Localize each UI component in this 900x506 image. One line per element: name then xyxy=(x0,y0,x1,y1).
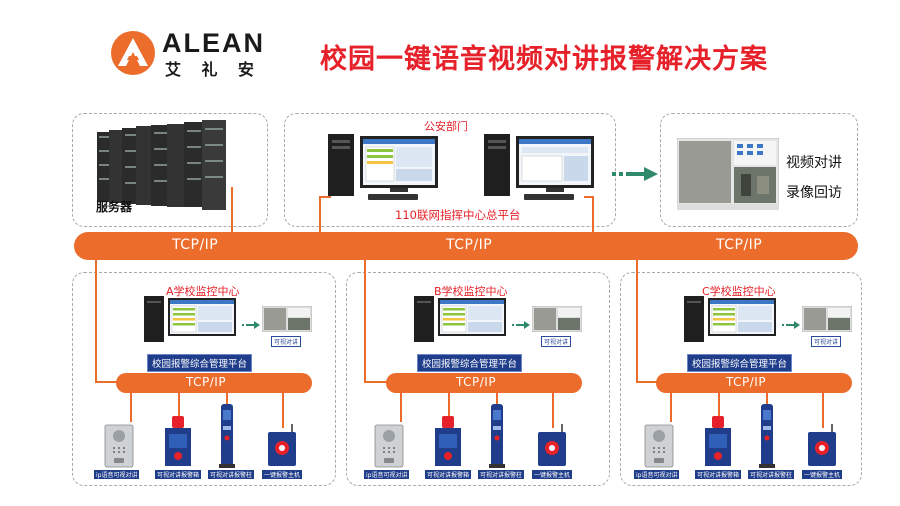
school-c-drop-4 xyxy=(822,392,824,428)
school-c-device-label-3: 可视对讲报警柱 xyxy=(748,470,795,479)
school-c-computer-icon xyxy=(684,296,778,346)
school-c-uplink xyxy=(636,258,638,382)
school-a-uplink-h xyxy=(95,381,119,383)
feature-recording-playback: 录像回访 xyxy=(786,185,842,201)
right-arrow-icon xyxy=(612,166,660,181)
main-bus-label-3: TCP/IP xyxy=(716,237,763,253)
alean-logo-icon xyxy=(110,30,156,76)
school-b-uplink-h xyxy=(364,381,388,383)
school-a-center-label: A学校监控中心 xyxy=(166,285,240,298)
school-b-intercom-label: 可视对讲 xyxy=(541,336,572,347)
school-a-uplink xyxy=(95,258,97,382)
school-c-alarm-host-icon xyxy=(806,424,838,468)
main-bus-label-2: TCP/IP xyxy=(446,237,493,253)
school-b-alarm-box-icon xyxy=(432,416,464,468)
police-computer-1-icon xyxy=(328,134,440,202)
school-c-device-label-1: ip语音可视对讲 xyxy=(634,470,680,479)
school-b-ip-intercom-icon xyxy=(374,424,404,468)
school-b-arrow-icon xyxy=(512,314,530,329)
school-c-intercom-label: 可视对讲 xyxy=(811,336,842,347)
school-b-alarm-host-icon xyxy=(536,424,568,468)
school-c-alarm-box-icon xyxy=(702,416,734,468)
school-a-bus-label: TCP/IP xyxy=(186,375,227,389)
school-c-center-label: C学校监控中心 xyxy=(702,285,776,298)
school-c-arrow-icon xyxy=(782,314,800,329)
school-c-intercom-screen-icon xyxy=(801,305,853,333)
school-a-drop-2 xyxy=(178,392,180,420)
police-label: 公安部门 xyxy=(424,120,468,133)
school-b-device-label-3: 可视对讲报警柱 xyxy=(478,470,525,479)
school-b-center-label: B学校监控中心 xyxy=(434,285,508,298)
police-wire-left xyxy=(319,196,321,236)
school-a-drop-1 xyxy=(130,392,132,422)
school-a-intercom-screen-icon xyxy=(261,305,313,333)
school-c-ip-intercom-icon xyxy=(644,424,674,468)
school-c-drop-3 xyxy=(766,392,768,406)
school-a-computer-icon xyxy=(144,296,238,346)
server-wire xyxy=(231,187,233,235)
school-c-bus xyxy=(656,373,852,393)
school-c-drop-1 xyxy=(670,392,672,422)
platform-label: 110联网指挥中心总平台 xyxy=(395,208,521,222)
page-title: 校园一键语音视频对讲报警解决方案 xyxy=(320,44,768,75)
school-a-arrow-icon xyxy=(242,314,260,329)
school-b-drop-3 xyxy=(496,392,498,406)
police-wire-right-h xyxy=(584,196,594,198)
feature-video-intercom: 视频对讲 xyxy=(786,155,842,171)
school-c-bus-label: TCP/IP xyxy=(726,375,767,389)
school-a-alarm-host-icon xyxy=(266,424,298,468)
school-a-drop-3 xyxy=(226,392,228,406)
school-a-drop-4 xyxy=(282,392,284,428)
police-wire-left-h xyxy=(319,196,331,198)
server-label: 服务器 xyxy=(96,200,133,214)
school-a-alarm-pillar-icon xyxy=(218,404,236,468)
school-a-ip-intercom-icon xyxy=(104,424,134,468)
main-tcpip-bus xyxy=(74,232,858,260)
school-b-device-label-2: 可视对讲报警箱 xyxy=(425,470,472,479)
school-b-device-label-1: ip语音可视对讲 xyxy=(364,470,410,479)
school-a-intercom-label: 可视对讲 xyxy=(271,336,302,347)
main-bus-label-1: TCP/IP xyxy=(172,237,219,253)
school-b-alarm-pillar-icon xyxy=(488,404,506,468)
school-c-drop-2 xyxy=(718,392,720,420)
school-c-device-label-4: 一键报警主机 xyxy=(802,470,843,479)
school-b-bus xyxy=(386,373,582,393)
school-a-platform-label: 校园报警综合管理平台 xyxy=(147,354,253,372)
brand-cn: 艾 礼 安 xyxy=(165,62,262,79)
school-a-device-label-1: ip语音可视对讲 xyxy=(94,470,140,479)
police-computer-2-icon xyxy=(484,134,596,202)
brand-name: ALEAN xyxy=(162,28,265,58)
school-a-bus xyxy=(116,373,312,393)
police-wire-right xyxy=(592,196,594,236)
school-b-bus-label: TCP/IP xyxy=(456,375,497,389)
school-b-drop-2 xyxy=(448,392,450,420)
school-c-uplink-h xyxy=(636,381,660,383)
school-a-alarm-box-icon xyxy=(162,416,194,468)
school-b-device-label-4: 一键报警主机 xyxy=(532,470,573,479)
school-b-drop-4 xyxy=(552,392,554,428)
school-c-device-label-2: 可视对讲报警箱 xyxy=(695,470,742,479)
school-a-device-label-2: 可视对讲报警箱 xyxy=(155,470,202,479)
school-c-platform-label: 校园报警综合管理平台 xyxy=(687,354,793,372)
video-intercom-screen-icon xyxy=(676,137,780,211)
school-a-device-label-4: 一键报警主机 xyxy=(262,470,303,479)
school-b-intercom-screen-icon xyxy=(531,305,583,333)
school-a-device-label-3: 可视对讲报警柱 xyxy=(208,470,255,479)
school-c-alarm-pillar-icon xyxy=(758,404,776,468)
school-b-platform-label: 校园报警综合管理平台 xyxy=(417,354,523,372)
school-b-uplink xyxy=(364,258,366,382)
server-rack-icon xyxy=(92,120,232,216)
school-b-drop-1 xyxy=(400,392,402,422)
school-b-computer-icon xyxy=(414,296,508,346)
